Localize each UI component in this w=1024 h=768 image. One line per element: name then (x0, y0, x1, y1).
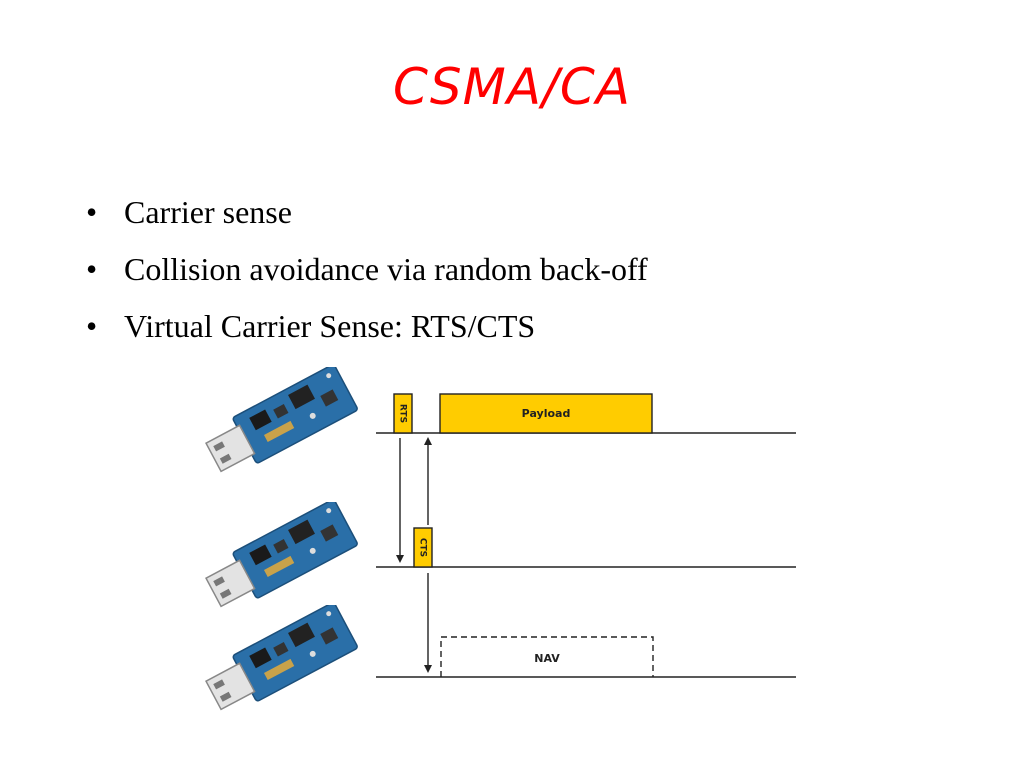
bullet-text: Virtual Carrier Sense: RTS/CTS (124, 308, 536, 344)
payload-frame (439, 393, 653, 434)
nav-label: NAV (534, 652, 560, 665)
bullet-dot: • (86, 308, 98, 344)
rts-label: RTS (398, 404, 408, 423)
rts-cts-figure: RTS Payload CTS NAV (190, 365, 810, 715)
bullet-item: • Collision avoidance via random back-off (86, 247, 648, 304)
bullet-dot: • (86, 194, 98, 230)
slide-title: CSMA/CA (393, 58, 631, 116)
cts-frame (413, 527, 433, 568)
bullet-item: • Virtual Carrier Sense: RTS/CTS (86, 304, 648, 361)
cts-label: CTS (418, 538, 428, 557)
bullet-text: Carrier sense (124, 194, 292, 230)
payload-label: Payload (522, 407, 571, 420)
usb-device-image (205, 367, 358, 473)
timing-diagram: RTS Payload CTS NAV (376, 393, 796, 678)
bullet-item: • Carrier sense (86, 190, 648, 247)
nav-frame (440, 636, 654, 677)
usb-device-image (205, 502, 358, 608)
bullet-list: • Carrier sense • Collision avoidance via … (86, 190, 648, 361)
rts-frame (393, 393, 413, 434)
usb-device-image (205, 605, 358, 711)
bullet-text: Collision avoidance via random back-off (124, 251, 648, 287)
bullet-dot: • (86, 251, 98, 287)
